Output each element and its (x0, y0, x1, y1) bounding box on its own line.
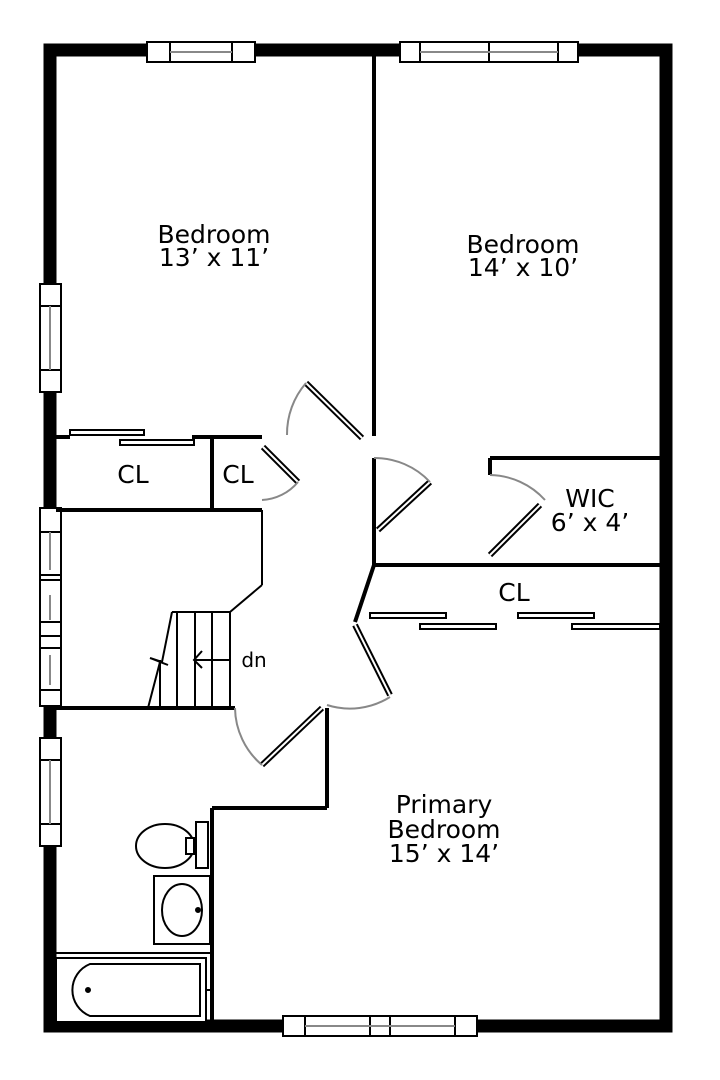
room-size-wic: 6’ x 4’ (551, 508, 629, 537)
sink (153, 875, 211, 945)
closet-label: CL (498, 578, 529, 607)
room-name-bedroom-2: Bedroom (466, 230, 579, 259)
room-size-bedroom-2: 14’ x 10’ (468, 253, 578, 282)
interior-walls (56, 56, 666, 1026)
room-size-primary: 15’ x 14’ (389, 839, 499, 868)
sliding-doors (69, 429, 661, 630)
stairs-down-label: dn (241, 648, 266, 672)
room-name-primary-line1: Primary (396, 790, 493, 819)
closet-label: CL (117, 460, 148, 489)
swing-doors (234, 380, 546, 768)
stairs[interactable] (147, 611, 231, 709)
windows (39, 41, 579, 1037)
toilet (135, 821, 209, 869)
room-name-primary-line2: Bedroom (387, 815, 500, 844)
room-size-bedroom-1: 13’ x 11’ (159, 243, 269, 272)
arrow-left-icon (192, 650, 203, 669)
closet-label: CL (222, 460, 253, 489)
room-name-bedroom-1: Bedroom (157, 220, 270, 249)
exterior-wall (43, 43, 673, 1033)
room-name-wic: WIC (565, 484, 615, 513)
bathtub (55, 957, 212, 1023)
